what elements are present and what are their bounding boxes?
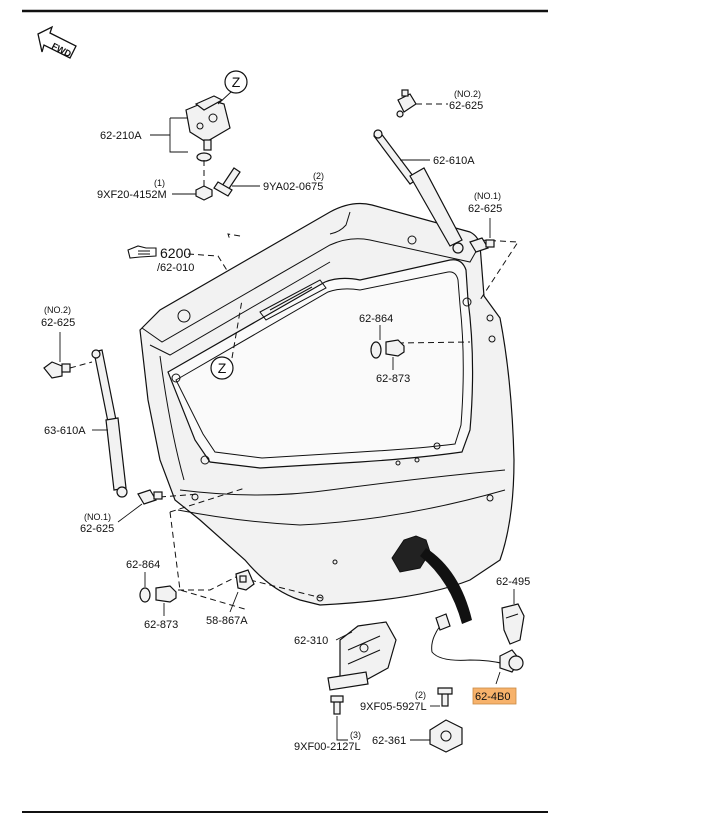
label-62-873-upper[interactable]: 62-873: [376, 373, 410, 385]
label-qty-2a: (2): [313, 171, 324, 181]
gas-strut-63-610A[interactable]: [91, 349, 128, 498]
ball-stud-no1-left[interactable]: [137, 489, 163, 505]
hinge-washer[interactable]: [196, 152, 212, 162]
ball-stud-no2-left[interactable]: [43, 361, 71, 379]
latch-62-310[interactable]: [327, 621, 397, 691]
z-mid-label: Z: [218, 360, 227, 376]
label-qty-3: (3): [350, 730, 361, 740]
z-reference-icon: Z: [210, 356, 234, 380]
label-no2-top: (NO.2): [454, 89, 481, 99]
handle-bracket[interactable]: [391, 535, 431, 573]
bracket-62-495[interactable]: [501, 603, 525, 645]
label-62-864-upper[interactable]: 62-864: [359, 313, 393, 325]
bumper-62-873-lower[interactable]: [155, 585, 177, 603]
label-62-495[interactable]: 62-495: [496, 576, 530, 588]
label-62-210A[interactable]: 62-210A: [100, 130, 142, 142]
bumper-62-873-upper[interactable]: [385, 339, 405, 357]
direction-arrow: [420, 548, 472, 624]
ball-stud-no1-right[interactable]: [469, 237, 495, 253]
label-62-361[interactable]: 62-361: [372, 735, 406, 747]
label-63-610A[interactable]: 63-610A: [44, 425, 86, 437]
ref-62-010[interactable]: /62-010: [157, 262, 194, 274]
label-no2-left: (NO.2): [44, 305, 71, 315]
striker-62-361[interactable]: [429, 719, 463, 753]
bumper-cap-62-864-lower[interactable]: [139, 587, 151, 603]
clip-58-867A[interactable]: [235, 569, 255, 591]
label-62-625-b[interactable]: 62-625: [468, 203, 502, 215]
label-62-610A[interactable]: 62-610A: [433, 155, 475, 167]
gas-strut-62-610A[interactable]: [373, 129, 464, 254]
label-62-625-d[interactable]: 62-625: [80, 523, 114, 535]
label-62-873-lower[interactable]: 62-873: [144, 619, 178, 631]
z-top-label: Z: [232, 74, 241, 90]
gate-hinge-62-210A[interactable]: [185, 95, 231, 151]
bumper-cap-62-864-upper[interactable]: [370, 341, 382, 359]
highlight-62-4B0: [472, 687, 517, 705]
harness-62-4B0[interactable]: [431, 613, 524, 673]
ref-6200[interactable]: 6200: [160, 245, 191, 261]
fwd-arrow-icon: FWD: [37, 25, 77, 59]
label-qty-2b: (2): [415, 690, 426, 700]
hinge-bolt-9YA02-0675[interactable]: [213, 167, 241, 197]
label-62-864-lower[interactable]: 62-864: [126, 559, 160, 571]
label-9XF20-4152M[interactable]: 9XF20-4152M: [97, 189, 167, 201]
label-62-625-a[interactable]: 62-625: [449, 100, 483, 112]
liftgate-panel: [139, 202, 515, 606]
label-62-310[interactable]: 62-310: [294, 635, 328, 647]
label-9YA02-0675[interactable]: 9YA02-0675: [263, 181, 323, 193]
label-no1-right: (NO.1): [474, 191, 501, 201]
z-reference-icon: Z: [217, 70, 248, 105]
label-9XF05-5927L[interactable]: 9XF05-5927L: [360, 701, 427, 713]
pointing-hand-icon: [127, 245, 157, 259]
latch-bolt-9XF00-2127L[interactable]: [330, 695, 344, 715]
label-58-867A[interactable]: 58-867A: [206, 615, 248, 627]
label-no1-left: (NO.1): [84, 512, 111, 522]
label-62-625-c[interactable]: 62-625: [41, 317, 75, 329]
label-62-4B0[interactable]: 62-4B0: [475, 691, 510, 703]
ball-stud-no2-top[interactable]: [396, 89, 417, 118]
label-9XF00-2127L[interactable]: 9XF00-2127L: [294, 741, 361, 753]
hinge-nut-9XF20-4152M[interactable]: [195, 185, 213, 201]
striker-bolt-9XF05-5927L[interactable]: [437, 687, 453, 707]
label-qty-1: (1): [154, 178, 165, 188]
